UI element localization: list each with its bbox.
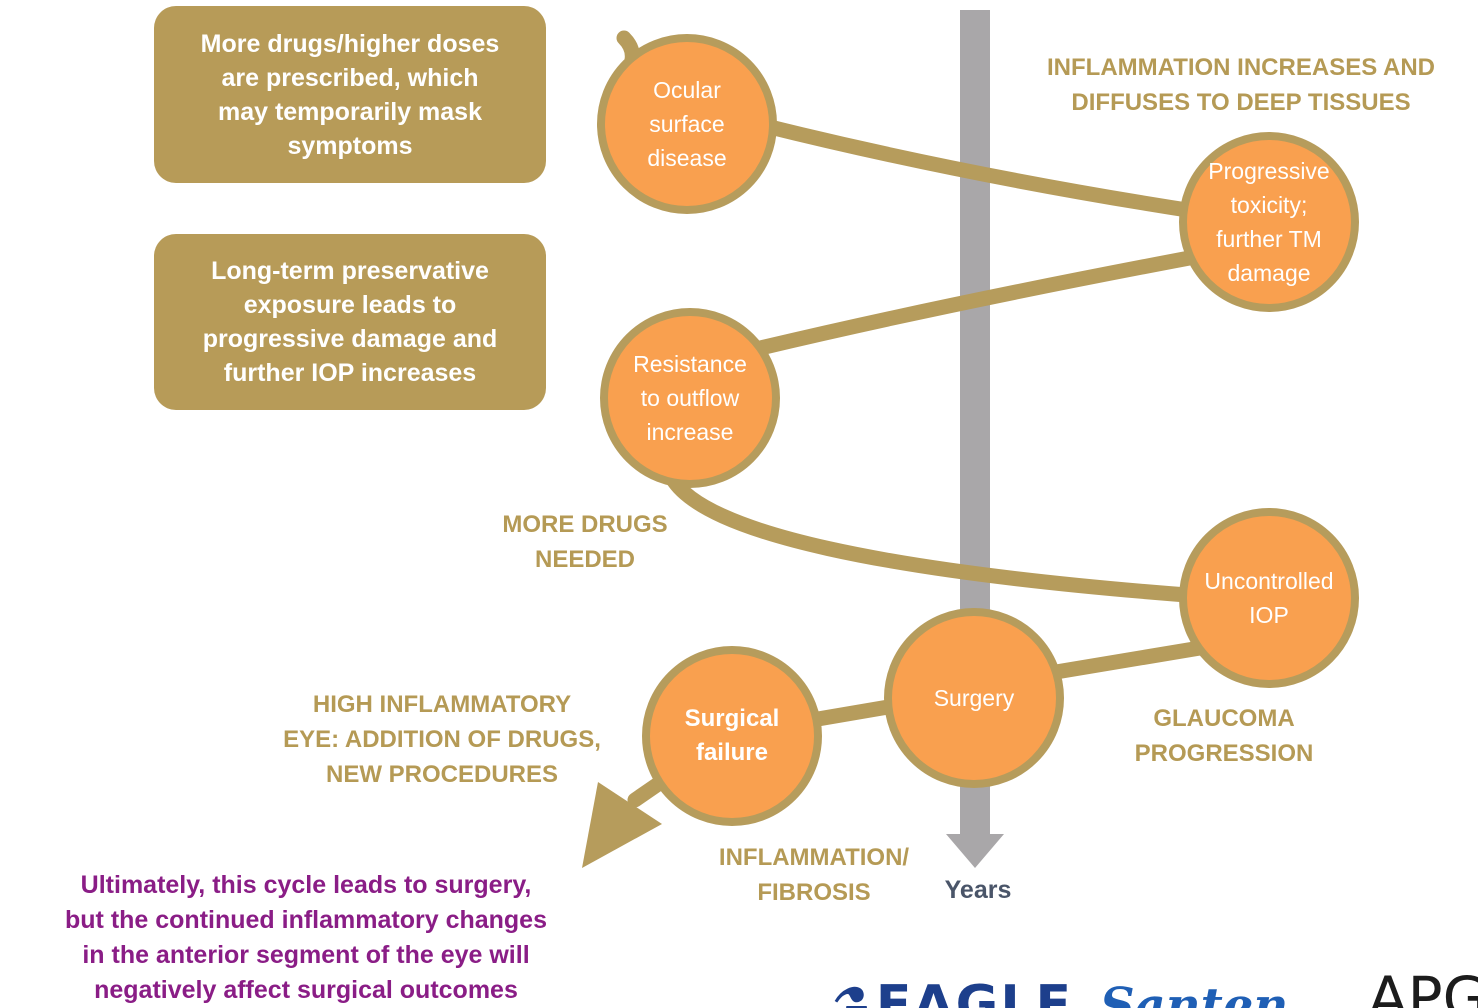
label-more-drugs-needed: MORE DRUGS NEEDED	[502, 511, 668, 573]
node-ocular-surface-disease	[597, 34, 777, 214]
node-label-ocular-surface-disease: Ocular surface disease	[647, 77, 727, 171]
label-inflammation-increases: INFLAMMATION INCREASES AND DIFFUSES TO D…	[1047, 54, 1435, 116]
node-uncontrolled-iop	[1179, 508, 1359, 688]
axis-label-years: Years	[944, 876, 1012, 904]
path-toxicity-to-resistance	[744, 248, 1208, 358]
label-glaucoma-progression: GLAUCOMA PROGRESSION	[1134, 705, 1314, 767]
label-high-inflammatory-eye: HIGH INFLAMMATORY EYE: ADDITION OF DRUGS…	[283, 691, 601, 788]
node-surgery	[884, 608, 1064, 788]
eagle-logo-text: EAGLE	[875, 975, 1074, 1008]
eagle-logo: ⚗ EAGLE	[832, 972, 1073, 1008]
conclusion-text: Ultimately, this cycle leads to surgery,…	[65, 871, 547, 1004]
apgs-logo: APGS	[1368, 960, 1478, 1008]
path-surgery-to-failure	[804, 698, 902, 728]
node-surgical-failure	[642, 646, 822, 826]
node-label-surgical-failure: Surgical failure	[684, 705, 780, 766]
outcome-arrowhead	[582, 782, 662, 868]
node-resistance-to-outflow	[600, 308, 780, 488]
node-label-resistance-to-outflow: Resistance to outflow increase	[633, 351, 747, 445]
path-iop-to-surgery	[1048, 640, 1208, 680]
node-progressive-toxicity	[1179, 132, 1359, 312]
santen-logo: Santen	[1100, 976, 1288, 1008]
callout-preservative-exposure: Long-term preservative exposure leads to…	[154, 234, 546, 410]
santen-logo-text: Santen	[1100, 978, 1289, 1008]
node-label-uncontrolled-iop: Uncontrolled IOP	[1204, 568, 1334, 628]
path-ocular-to-toxicity	[742, 114, 1208, 220]
years-axis-arrowhead	[946, 834, 1004, 868]
label-inflammation-fibrosis: INFLAMMATION/ FIBROSIS	[718, 844, 910, 906]
apgs-logo-text: APGS	[1368, 964, 1478, 1008]
callout-more-drugs: More drugs/higher doses are prescribed, …	[154, 6, 546, 183]
node-label-surgery: Surgery	[933, 685, 1015, 711]
eagle-logo-mark-icon: ⚗	[832, 980, 872, 1008]
node-label-progressive-toxicity: Progressive toxicity; further TM damage	[1208, 158, 1330, 286]
path-resistance-to-iop	[664, 470, 1208, 604]
